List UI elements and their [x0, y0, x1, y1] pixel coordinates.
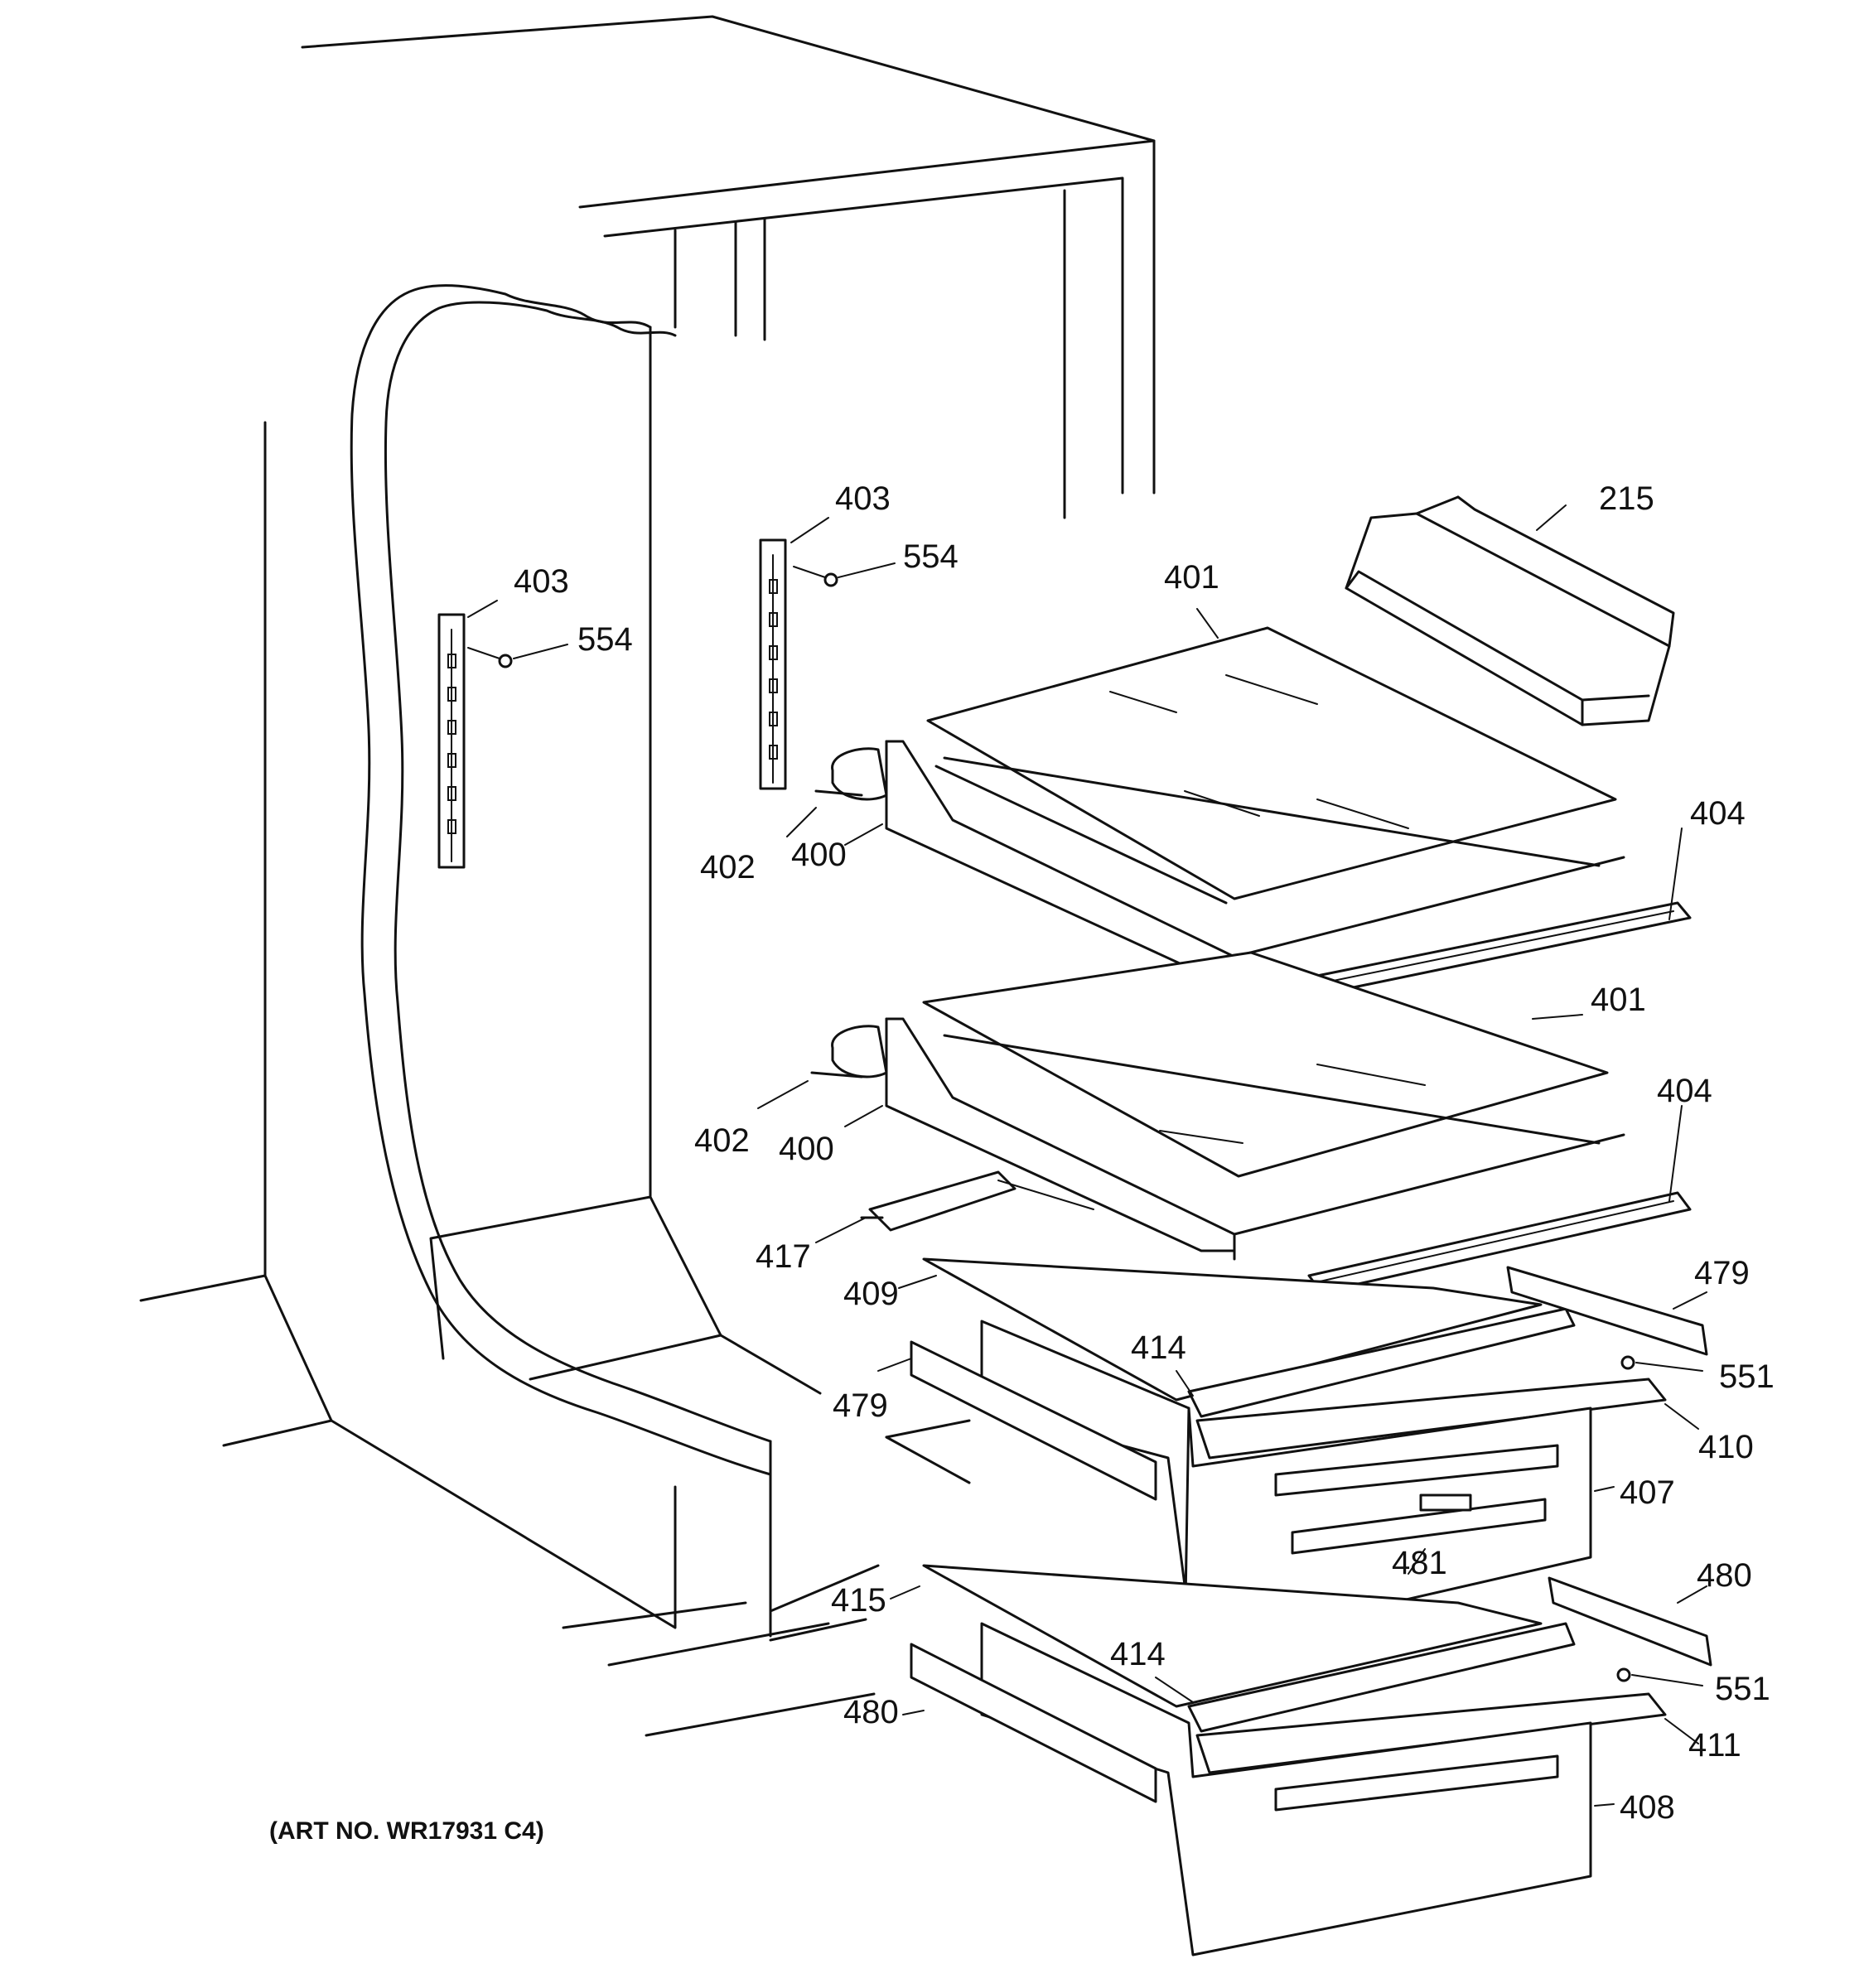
label-407: 407 [1620, 1474, 1675, 1511]
label-411: 411 [1688, 1727, 1741, 1764]
label-480-right: 480 [1697, 1557, 1752, 1594]
screw-554-left [467, 647, 513, 668]
label-415: 415 [831, 1582, 886, 1619]
label-414-upper: 414 [1131, 1329, 1186, 1366]
shelf-frame-400-lower [885, 1017, 1625, 1261]
screw-551-upper [1620, 1355, 1635, 1370]
label-554-left: 554 [577, 621, 633, 658]
shelf-hook-402-lower [810, 1025, 888, 1078]
label-409: 409 [843, 1276, 899, 1312]
label-480-left: 480 [843, 1694, 899, 1730]
label-414-lower: 414 [1110, 1636, 1166, 1672]
label-404-lower: 404 [1657, 1073, 1712, 1109]
label-403-left: 403 [514, 563, 569, 600]
bin-215 [1345, 495, 1675, 726]
label-481: 481 [1392, 1545, 1447, 1581]
shelf-hook-402-upper [814, 747, 888, 801]
glass-shelf-401-upper [926, 626, 1617, 900]
label-400-upper: 400 [791, 837, 847, 873]
pan-cover-415 [922, 1564, 1543, 1708]
label-215: 215 [1599, 480, 1654, 517]
label-551-upper: 551 [1719, 1358, 1775, 1395]
label-417: 417 [756, 1238, 811, 1275]
trim-404-lower [1307, 1191, 1692, 1294]
screw-551-lower [1616, 1667, 1631, 1682]
label-402-upper: 402 [700, 849, 756, 885]
slide-417 [860, 1170, 1094, 1232]
refrigerator-cabinet [139, 15, 1156, 1737]
crisper-frame-414-upper [1187, 1307, 1576, 1418]
drawer-slide-480-left [910, 1643, 1157, 1803]
label-551-lower: 551 [1715, 1671, 1770, 1707]
label-404-upper: 404 [1690, 795, 1746, 832]
crisper-frame-414-lower [1187, 1622, 1576, 1733]
drawer-slide-479-right [1506, 1266, 1708, 1356]
label-554-right: 554 [903, 538, 959, 575]
label-479-left: 479 [833, 1387, 888, 1424]
glass-shelf-401-lower [922, 951, 1609, 1178]
drawer-handle-481 [1291, 1493, 1547, 1555]
trim-404-upper [1307, 901, 1692, 996]
drawer-cover-frame-410 [1195, 1378, 1667, 1460]
label-410: 410 [1698, 1429, 1754, 1465]
label-400-lower: 400 [779, 1131, 834, 1167]
drawer-slide-479-left [910, 1340, 1157, 1501]
callout-labels: 403 554 403 554 401 215 402 400 404 401 … [514, 480, 1775, 1826]
label-408: 408 [1620, 1789, 1675, 1826]
shelf-support-ladder-left [437, 613, 466, 869]
shelf-support-ladder-right [759, 538, 787, 790]
drawer-cover-frame-411 [1195, 1692, 1667, 1774]
label-401-lower: 401 [1591, 982, 1646, 1018]
screw-554-right [793, 566, 838, 587]
crisper-cover-409 [922, 1257, 1543, 1402]
art-number: (ART NO. WR17931 C4) [269, 1817, 544, 1845]
label-401-upper: 401 [1164, 559, 1219, 596]
label-403-right: 403 [835, 480, 891, 517]
drawer-slide-480-right [1548, 1576, 1712, 1667]
label-402-lower: 402 [694, 1122, 750, 1159]
label-479-right: 479 [1694, 1255, 1750, 1291]
leader-lines [467, 504, 1707, 1807]
